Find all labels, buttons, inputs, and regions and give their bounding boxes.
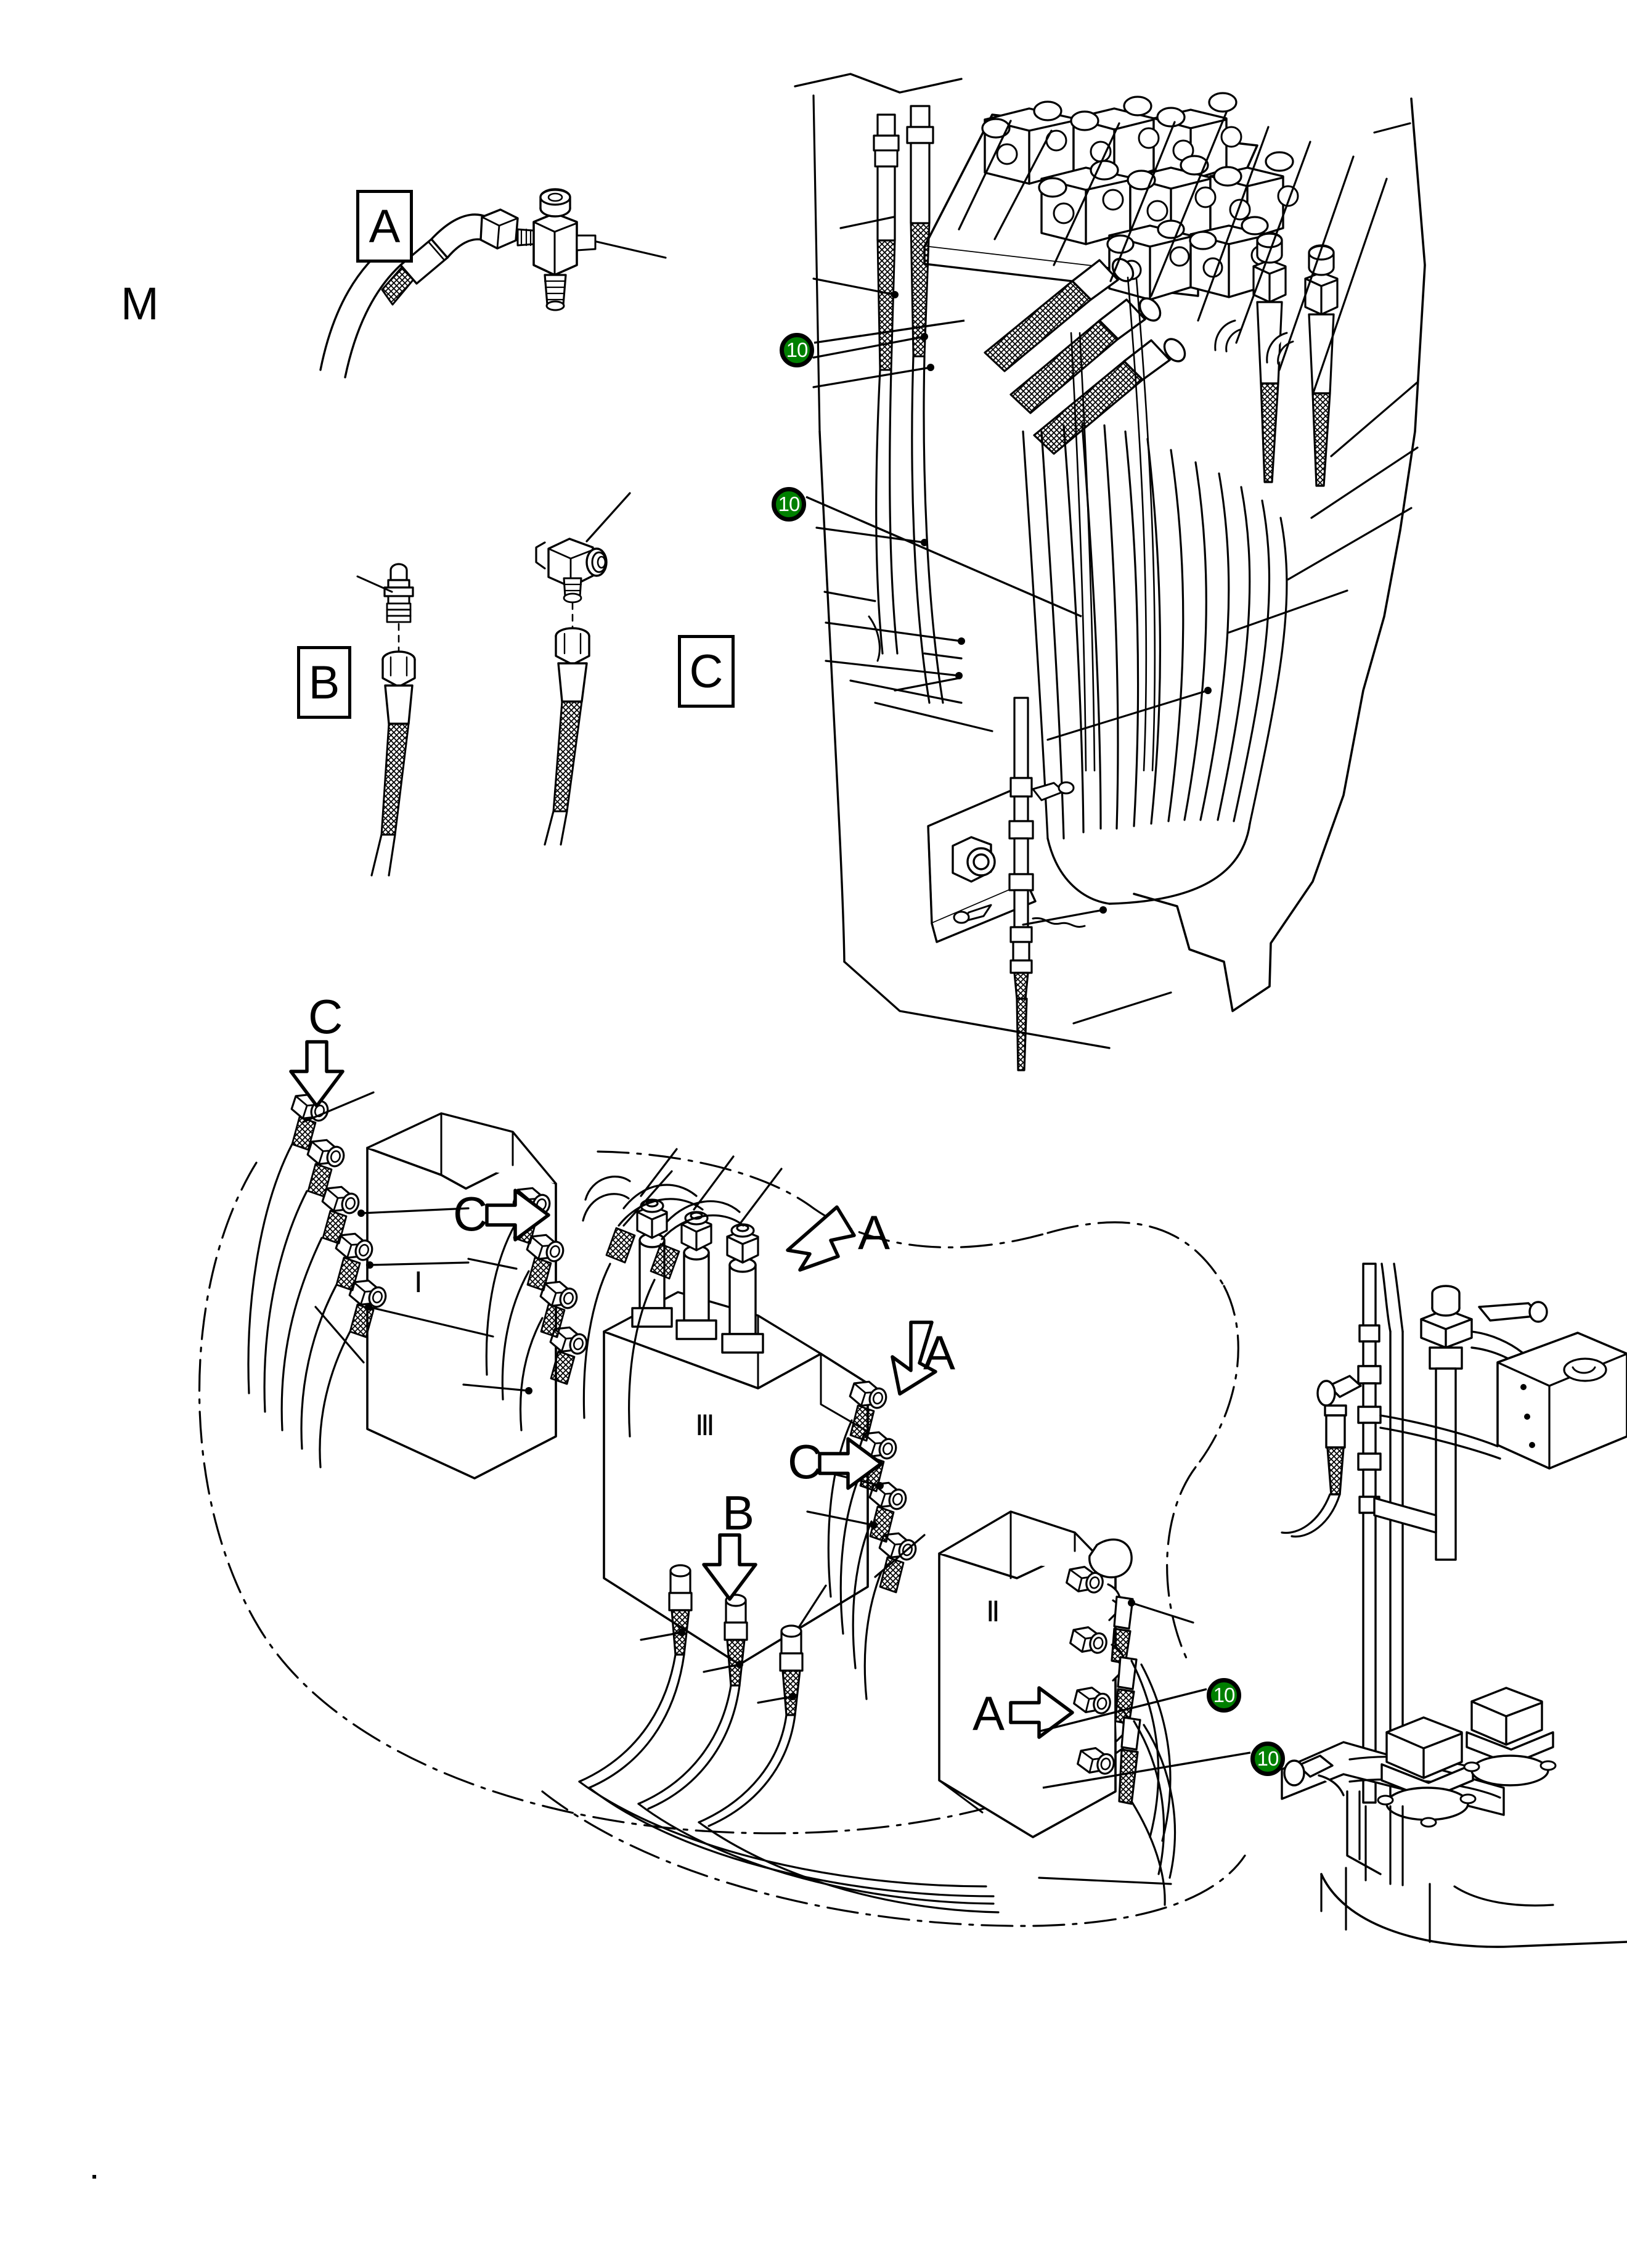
part-balloon-10-3[interactable]: 10 bbox=[1207, 1678, 1241, 1713]
detail-c-artwork bbox=[535, 492, 631, 846]
arrow-label-c-3: C bbox=[788, 1435, 823, 1489]
detail-box-b: B bbox=[297, 646, 351, 719]
arrow-label-a-3: A bbox=[973, 1686, 1005, 1740]
arrow-callout-a-down-1 bbox=[891, 1320, 937, 1396]
sheet-mark-m: M bbox=[121, 278, 159, 329]
registration-dot bbox=[92, 2175, 96, 2179]
arrow-callout-c-right-1 bbox=[485, 1189, 550, 1242]
arrow-callout-a-left-1 bbox=[786, 1205, 856, 1272]
block-label-ii: Ⅱ bbox=[986, 1596, 1000, 1627]
part-balloon-10-1[interactable]: 10 bbox=[780, 333, 814, 367]
arrow-label-b-1: B bbox=[722, 1486, 755, 1540]
part-balloon-10-2[interactable]: 10 bbox=[772, 487, 806, 522]
block-label-i: Ⅰ bbox=[414, 1267, 423, 1298]
arrow-callout-b-down-1 bbox=[702, 1533, 757, 1601]
detail-b-artwork bbox=[356, 563, 416, 877]
arrow-label-c-2: C bbox=[453, 1187, 488, 1241]
detail-box-c: C bbox=[678, 635, 735, 708]
right-lower-assembly-artwork bbox=[1281, 1263, 1627, 1948]
detail-a-artwork bbox=[319, 188, 667, 379]
arrow-callout-c-right-2 bbox=[818, 1437, 883, 1490]
part-balloon-10-4[interactable]: 10 bbox=[1250, 1742, 1285, 1776]
block-label-iii: Ⅲ bbox=[695, 1410, 715, 1441]
arrow-callout-c-down-1 bbox=[289, 1040, 345, 1108]
upper-assembly-artwork bbox=[794, 73, 1426, 1071]
arrow-label-a-2: A bbox=[923, 1325, 956, 1380]
arrow-callout-a-right-1 bbox=[1009, 1686, 1074, 1739]
detail-box-a: A bbox=[356, 190, 413, 263]
arrow-label-c-1: C bbox=[308, 989, 343, 1044]
arrow-label-a-1: A bbox=[858, 1205, 891, 1259]
